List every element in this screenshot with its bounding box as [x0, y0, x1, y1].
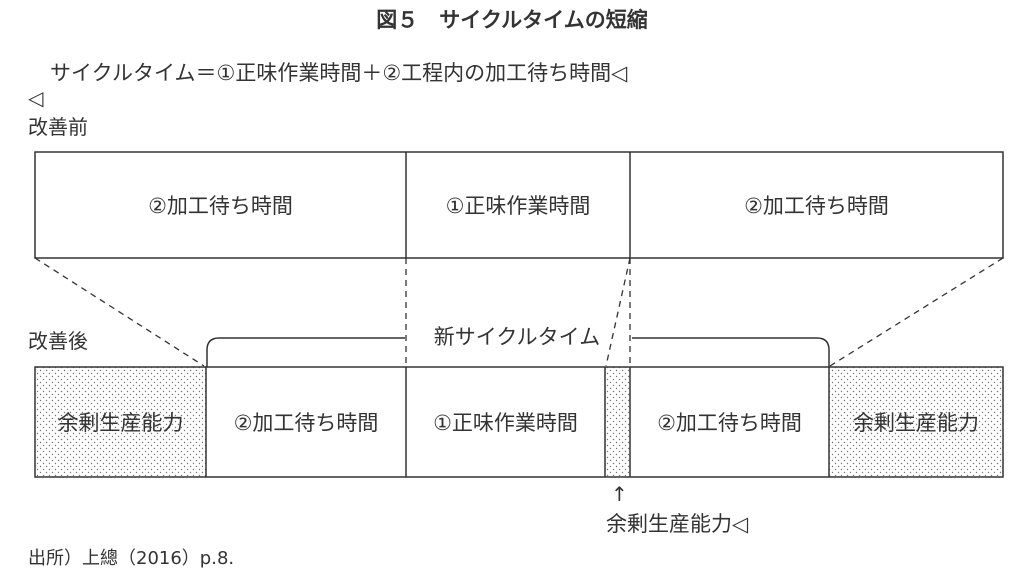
before-segment-work: ①正味作業時間: [445, 194, 591, 218]
surplus-fill-right: [829, 367, 1003, 477]
after-segment-wait-1: ②加工待ち時間: [233, 411, 379, 435]
after-segment-work: ①正味作業時間: [433, 411, 578, 435]
surplus-capacity-label: 余剰生産能力◁: [606, 512, 749, 536]
source-note: 出所）上總（2016）p.8.: [28, 548, 235, 569]
after-segment-surplus-left: 余剰生産能力: [57, 411, 184, 435]
before-segment-wait-2: ②加工待ち時間: [744, 194, 889, 218]
bracket-right: [632, 337, 830, 367]
after-box: [34, 366, 1004, 478]
after-segment-wait-2: ②加工待ち時間: [657, 411, 802, 435]
new-cycle-time-label: 新サイクルタイム: [433, 325, 601, 349]
formula-text: サイクルタイム＝①正味作業時間＋②工程内の加工待ち時間◁: [50, 61, 628, 85]
after-segment-surplus-right: 余剰生産能力: [853, 411, 979, 435]
formula-continuation: ◁: [28, 86, 44, 110]
surplus-fill-middle: [605, 367, 630, 477]
bracket-left: [206, 337, 405, 367]
after-label: 改善後: [28, 329, 88, 353]
before-segment-wait-1: ②加工待ち時間: [148, 194, 293, 218]
before-box: [34, 151, 1004, 259]
before-label: 改善前: [28, 115, 88, 139]
surplus-fill-left: [35, 367, 206, 477]
figure-title: 図５ サイクルタイムの短縮: [376, 8, 648, 32]
up-arrow-icon: ↑: [611, 482, 628, 506]
projection-dashes: [34, 257, 1004, 367]
